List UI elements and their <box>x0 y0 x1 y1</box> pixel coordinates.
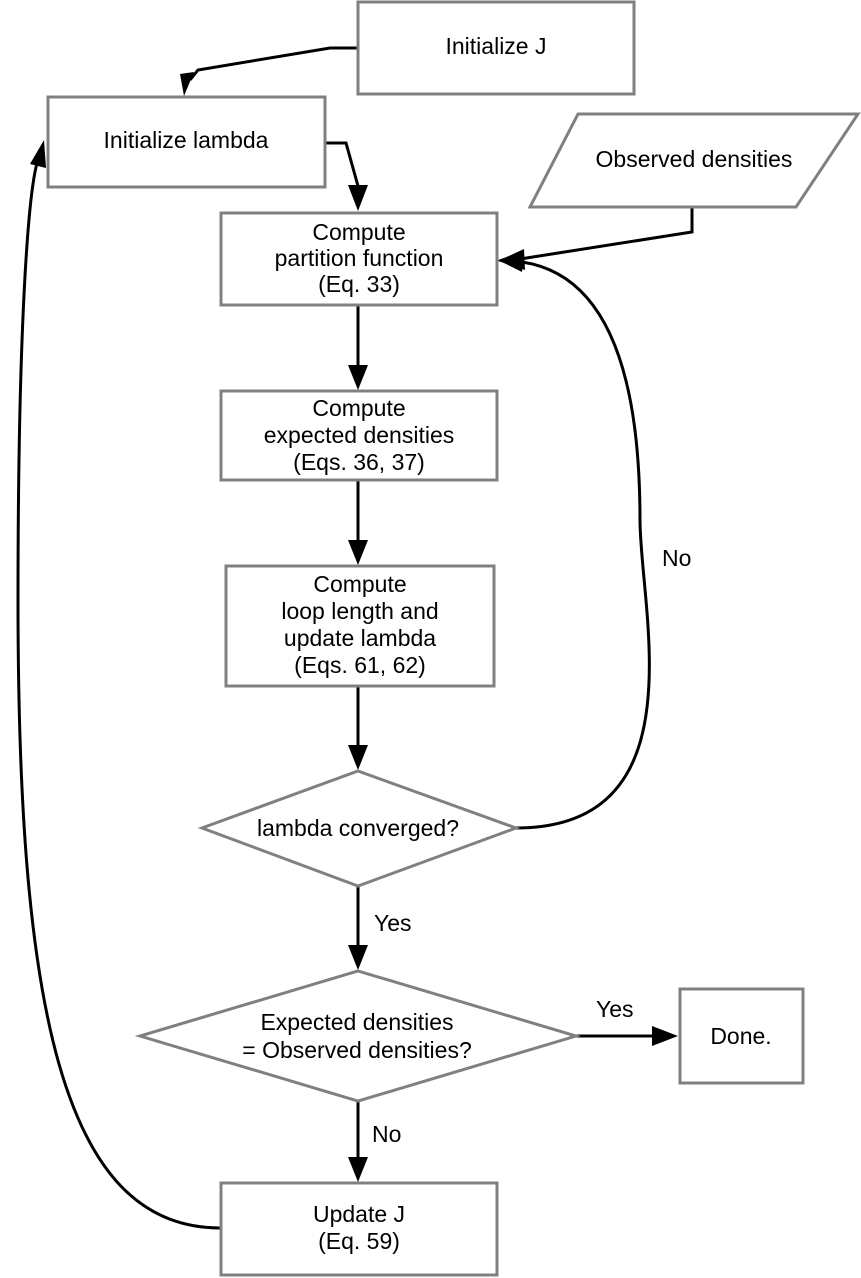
edge-observed-to-partition <box>519 207 694 261</box>
arrowhead-expected <box>348 365 368 390</box>
node-loop-length-line: update lambda <box>284 625 436 651</box>
edge-converged-no-loop <box>515 260 651 830</box>
node-lambda-converged-label: lambda converged? <box>257 815 459 841</box>
node-partition-function: Compute partition function (Eq. 33) <box>219 211 499 307</box>
node-expected-densities-line: (Eqs. 36, 37) <box>293 449 425 475</box>
node-update-j: Update J (Eq. 59) <box>219 1181 499 1277</box>
node-initialize-j-label: Initialize J <box>446 33 547 59</box>
edge-init-lambda-to-partition <box>325 141 360 187</box>
node-partition-function-line: Compute <box>312 219 405 245</box>
arrowhead-loop <box>348 540 368 565</box>
arrowhead-done <box>652 1026 678 1046</box>
node-partition-function-line: (Eq. 33) <box>318 271 400 297</box>
arrowhead-partition-top <box>348 185 368 211</box>
edge-label-match-yes: Yes <box>596 996 634 1022</box>
node-initialize-lambda: Initialize lambda <box>46 95 327 189</box>
node-loop-length-line: (Eqs. 61, 62) <box>294 652 426 678</box>
arrowhead-update-j <box>348 1157 368 1182</box>
node-densities-match-line: = Observed densities? <box>242 1037 472 1063</box>
node-loop-length-line: loop length and <box>281 598 438 624</box>
node-lambda-converged: lambda converged? <box>197 769 521 888</box>
edge-label-converged-yes: Yes <box>374 910 412 936</box>
arrowhead-partition-right-loop <box>498 251 524 272</box>
node-done-label: Done. <box>710 1023 771 1049</box>
arrowhead-init-lambda <box>180 72 194 96</box>
edge-label-match-no: No <box>372 1121 401 1147</box>
edge-label-converged-no: No <box>662 545 691 571</box>
arrowhead-match <box>348 945 368 970</box>
edge-init-j-to-init-lambda <box>188 46 358 81</box>
node-partition-function-line: partition function <box>275 245 444 271</box>
node-update-j-line: (Eq. 59) <box>318 1228 400 1254</box>
node-densities-match: Expected densities = Observed densities? <box>134 969 582 1103</box>
node-done: Done. <box>678 987 805 1085</box>
node-densities-match-line: Expected densities <box>260 1009 453 1035</box>
node-expected-densities-line: expected densities <box>264 422 455 448</box>
arrowhead-init-lambda-left <box>30 140 46 168</box>
node-observed-densities-label: Observed densities <box>596 146 793 172</box>
node-observed-densities: Observed densities <box>527 112 861 209</box>
node-initialize-lambda-label: Initialize lambda <box>104 127 269 153</box>
node-update-j-line: Update J <box>313 1201 405 1227</box>
node-expected-densities: Compute expected densities (Eqs. 36, 37) <box>219 389 499 482</box>
arrowhead-converged <box>348 745 368 770</box>
edge-update-j-loop <box>16 159 221 1230</box>
node-initialize-j: Initialize J <box>356 0 636 96</box>
node-loop-length-line: Compute <box>313 571 406 597</box>
node-expected-densities-line: Compute <box>312 395 405 421</box>
node-loop-length: Compute loop length and update lambda (E… <box>224 564 496 688</box>
